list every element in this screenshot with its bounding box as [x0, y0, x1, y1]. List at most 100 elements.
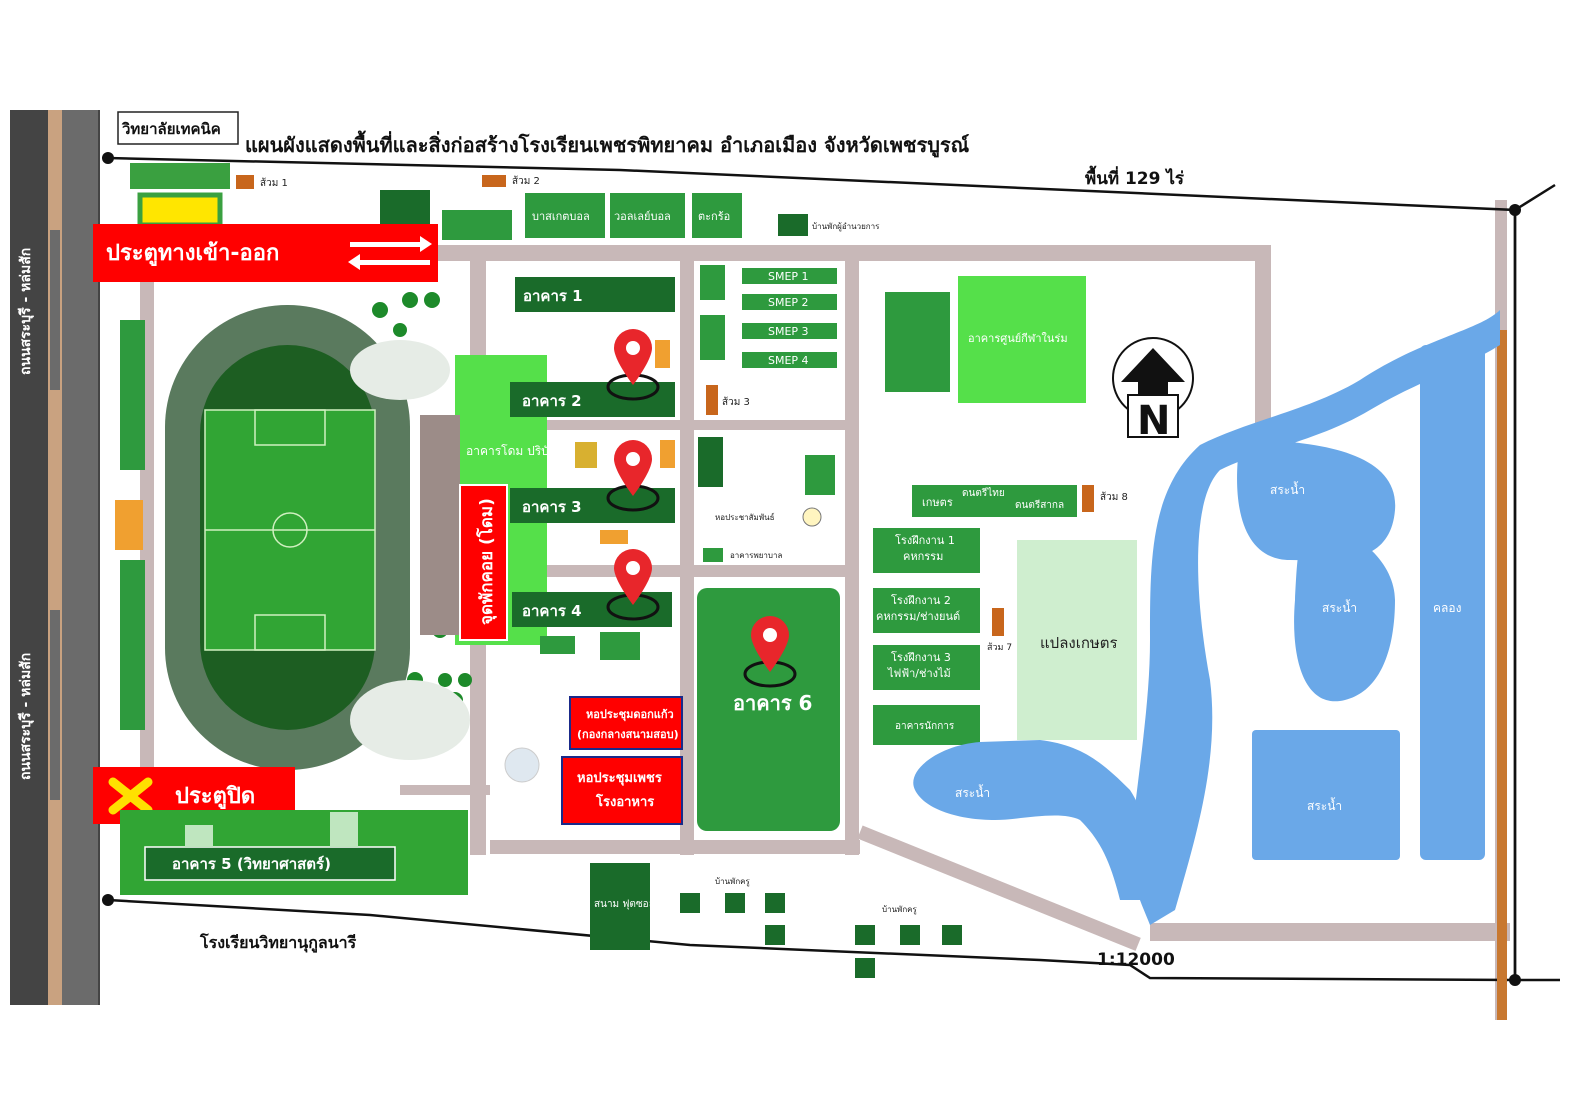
pool-4 [1252, 730, 1400, 860]
building-6-label: อาคาร 6 [733, 691, 812, 715]
agri-label: เกษตร [922, 496, 953, 509]
workshop-1 [873, 528, 980, 573]
volleyball-label: วอลเลย์บอล [614, 210, 671, 223]
smep-4-label: SMEP 4 [768, 354, 809, 367]
smep-1-label: SMEP 1 [768, 270, 809, 283]
close-x-icon [108, 777, 153, 815]
sports-center-label: อาคารศูนย์กีฬาในร่ม [968, 332, 1068, 345]
left-strip-1 [120, 320, 145, 470]
teacher-house-2-label: บ้านพักครู [882, 905, 918, 915]
workshop-3 [873, 645, 980, 690]
hall-dokkaew-label: หอประชุมดอกแก้ว [586, 708, 674, 722]
entrance-gate [93, 224, 438, 282]
toilet3-label: ส้วม 3 [722, 396, 750, 408]
intl-music-label: ดนตรีสากล [1015, 499, 1064, 511]
building-5 [144, 846, 396, 881]
toilet3-block [706, 385, 718, 415]
location-pin-icon [743, 616, 797, 688]
location-pin-icon [606, 440, 660, 512]
toilet1-block [236, 175, 254, 189]
building-5-label: อาคาร 5 (วิทยาศาสตร์) [172, 855, 331, 873]
director-house-label: บ้านพักผู้อำนวยการ [812, 222, 880, 232]
college-box [117, 111, 239, 145]
workshop-1-sub: คหกรรม [903, 550, 943, 563]
toilet8-block [1082, 485, 1094, 512]
pool-2 [1294, 528, 1395, 702]
toilet2-block [482, 175, 506, 187]
scale-label: 1:12000 [1097, 950, 1175, 970]
building-6 [697, 588, 840, 831]
workshop-2-sub: คหกรรม/ช่างยนต์ [876, 610, 960, 623]
basketball-court [525, 193, 605, 238]
tree-canopy-area [350, 340, 470, 760]
smep-3-label: SMEP 3 [768, 325, 809, 338]
smep-4 [742, 352, 837, 368]
north-arrow-icon: N [1112, 337, 1194, 444]
hall-phet-label: หอประชุมเพชร [577, 771, 662, 786]
pool-4-label: สระน้ำ [1307, 797, 1342, 813]
futsal-label: สนาม ฟุตซอล [594, 899, 655, 910]
building-3-label: อาคาร 3 [522, 498, 582, 516]
pool-1-label: สระน้ำ [1270, 481, 1305, 497]
hall-dokkaew [569, 696, 683, 750]
smep-2-label: SMEP 2 [768, 296, 809, 309]
neighbor-school-label: โรงเรียนวิทยานุกูลนารี [199, 932, 357, 954]
building-1 [515, 277, 675, 312]
futsal-field [590, 863, 650, 950]
small-hall [442, 210, 512, 240]
smep-1 [742, 268, 837, 284]
green-block [885, 292, 950, 392]
basketball-label: บาสเกตบอล [532, 210, 590, 223]
top-left-building [130, 163, 230, 189]
canteen-label: โรงอาหาร [595, 793, 654, 810]
workshop-2-label: โรงฝึกงาน 2 [891, 593, 951, 607]
pool-2-label: สระน้ำ [1322, 599, 1357, 615]
nursing-label: อาคารพยาบาล [730, 551, 782, 560]
smep-3 [742, 323, 837, 339]
location-pin-icon [606, 549, 660, 621]
workshop-3-sub: ไฟฟ้า/ช่างไม้ [887, 667, 951, 680]
hall-dokkaew-sub: (กองกลางสนามสอบ) [577, 728, 679, 741]
main-road [10, 110, 100, 1005]
left-strip-2 [120, 560, 145, 730]
teacher-houses [680, 893, 962, 978]
takraw-label: ตะกร้อ [698, 210, 730, 223]
building-2-label: อาคาร 2 [522, 392, 582, 410]
building-1-label: อาคาร 1 [523, 287, 583, 305]
workshop-3-label: โรงฝึกงาน 3 [891, 650, 951, 664]
volleyball-court [610, 193, 685, 238]
canal-water [1420, 345, 1485, 860]
entrance-label: ประตูทางเข้า-ออก [106, 241, 279, 267]
road-name-2: ถนนสระบุรี - หล่มสัก [18, 653, 34, 780]
building-4-label: อาคาร 4 [522, 602, 582, 620]
director-house-block [778, 214, 808, 236]
smep-2 [742, 294, 837, 310]
workshop-2 [873, 588, 980, 633]
toilet8-label: ส้วม 8 [1100, 491, 1128, 503]
river [913, 310, 1500, 925]
sports-center [958, 276, 1086, 403]
dome-label: อาคารโดม ปริบัติธรรม [466, 444, 585, 458]
toilet1-label: ส้วม 1 [260, 177, 288, 189]
two-way-arrow-icon [348, 236, 432, 270]
toilet2-label: ส้วม 2 [512, 175, 540, 187]
music-agri-block [912, 485, 1077, 517]
college-label: วิทยาลัยเทคนิค [121, 120, 220, 138]
building-2 [510, 382, 675, 417]
rest-point-label: จุดพักคอย (โดม) [476, 498, 497, 625]
pool-3-label: สระน้ำ [955, 784, 990, 800]
garden-plot [1017, 540, 1137, 740]
north-label: N [1137, 398, 1170, 444]
rest-point-box [459, 484, 508, 641]
toilet7-block [992, 608, 1004, 636]
closed-gate-label: ประตูปิด [175, 784, 255, 810]
yellow-building [137, 192, 223, 228]
takraw-court [692, 193, 742, 238]
pool-1 [1237, 440, 1396, 561]
admin-building [873, 705, 980, 745]
dome-roof [420, 415, 460, 635]
map-title: แผนผังแสดงพื้นที่และสิ่งก่อสร้างโรงเรียน… [245, 130, 970, 159]
area-label: พื้นที่ 129 ไร่ [1085, 165, 1185, 189]
teacher-house-label: บ้านพักครู [715, 877, 751, 887]
